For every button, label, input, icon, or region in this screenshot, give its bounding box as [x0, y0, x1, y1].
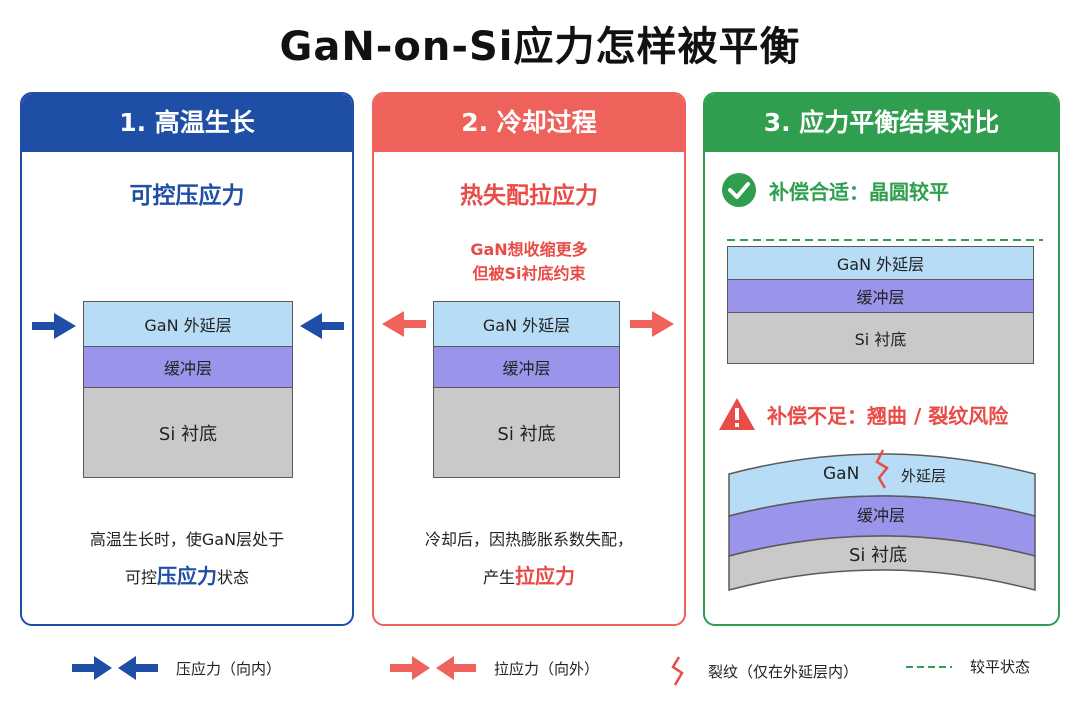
legend-label: 拉应力（向外）: [494, 659, 600, 678]
warped-si-substrate: [728, 535, 1036, 591]
highlight-tensile: 拉应力: [515, 564, 575, 588]
flat-layer-stack: GaN 外延层 缓冲层 Si 衬底: [727, 246, 1034, 364]
warning-icon: [719, 398, 755, 430]
compressive-arrow-right-icon: [300, 313, 344, 339]
legend-compressive: 压应力（向内）: [72, 656, 281, 680]
warped-si-label: Si 衬底: [849, 545, 908, 566]
layer-stack: GaN 外延层 缓冲层 Si 衬底: [83, 301, 293, 478]
si-substrate: Si 衬底: [727, 313, 1034, 364]
crack-icon: [671, 656, 684, 686]
warped-wafer-diagram: [728, 449, 1036, 591]
legend-label: 裂纹（仅在外延层内）: [708, 662, 859, 681]
gan-layer: GaN 外延层: [83, 301, 293, 347]
crack-icon: [875, 449, 889, 489]
gan-layer: GaN 外延层: [433, 301, 620, 347]
description-line: 产生拉应力: [374, 558, 684, 596]
flat-reference-line: [727, 239, 1043, 241]
dashed-line-icon: [906, 665, 952, 668]
legend-flat: 较平状态: [906, 656, 1030, 677]
check-circle-icon: [722, 173, 756, 207]
panel-description: 高温生长时，使GaN层处于 可控压应力状态: [22, 522, 352, 596]
description-line: 冷却后，因热膨胀系数失配，: [424, 530, 633, 549]
panel-high-temp-growth: 1. 高温生长 可控压应力 GaN 外延层 缓冲层 Si 衬底 高温生长时，使G…: [20, 92, 354, 626]
legend-label: 较平状态: [970, 658, 1031, 676]
panel-cooling: 2. 冷却过程 热失配拉应力 GaN想收缩更多 但被Si衬底约束 GaN 外延层…: [372, 92, 686, 626]
highlight-compressive: 压应力: [157, 564, 217, 588]
legend-crack: 裂纹（仅在外延层内）: [670, 656, 858, 686]
gan-layer: GaN 外延层: [727, 246, 1034, 280]
description-line: 高温生长时，使GaN层处于: [89, 530, 285, 549]
buffer-layer: 缓冲层: [83, 347, 293, 388]
description-line: 可控压应力状态: [22, 558, 352, 596]
panel-balance-comparison: 3. 应力平衡结果对比 补偿合适：晶圆较平 GaN 外延层 缓冲层 Si 衬底 …: [703, 92, 1060, 626]
tensile-arrow-left-icon: [382, 311, 426, 337]
si-substrate: Si 衬底: [83, 388, 293, 478]
layer-stack: GaN 外延层 缓冲层 Si 衬底: [433, 301, 620, 478]
panel-description: 冷却后，因热膨胀系数失配， 产生拉应力: [374, 522, 684, 596]
description-text: 产生: [482, 568, 515, 587]
good-status-label: 补偿合适：晶圆较平: [769, 179, 949, 204]
panel-header: 2. 冷却过程: [374, 94, 684, 152]
bad-status: 补偿不足：翘曲 / 裂纹风险: [717, 396, 1008, 432]
legend-tensile: 拉应力（向外）: [390, 656, 599, 680]
warped-epi-label: 外延层: [901, 467, 947, 485]
panel-subtitle: 热失配拉应力: [460, 183, 598, 209]
description-text: 可控: [124, 568, 157, 587]
page-title: GaN-on-Si应力怎样被平衡: [279, 24, 801, 70]
note-line: GaN想收缩更多: [470, 240, 588, 259]
panel-subtitle: 可控压应力: [129, 183, 245, 209]
si-substrate: Si 衬底: [433, 388, 620, 478]
buffer-layer: 缓冲层: [433, 347, 620, 388]
legend-label: 压应力（向内）: [176, 659, 282, 678]
note-line: 但被Si衬底约束: [472, 264, 586, 283]
panel-header: 1. 高温生长: [22, 94, 352, 152]
bad-status-label: 补偿不足：翘曲 / 裂纹风险: [767, 403, 1009, 428]
buffer-layer: 缓冲层: [727, 280, 1034, 313]
warped-buffer-label: 缓冲层: [857, 506, 906, 525]
panel-header: 3. 应力平衡结果对比: [705, 94, 1058, 152]
panel-note: GaN想收缩更多 但被Si衬底约束: [374, 238, 684, 286]
warped-gan-label: GaN: [823, 464, 860, 484]
compressive-arrows-icon: [72, 656, 158, 680]
tensile-arrow-right-icon: [630, 311, 674, 337]
compressive-arrow-left-icon: [32, 313, 76, 339]
tensile-arrows-icon: [390, 656, 476, 680]
good-status: 补偿合适：晶圆较平: [721, 172, 949, 208]
description-text: 状态: [217, 568, 250, 587]
